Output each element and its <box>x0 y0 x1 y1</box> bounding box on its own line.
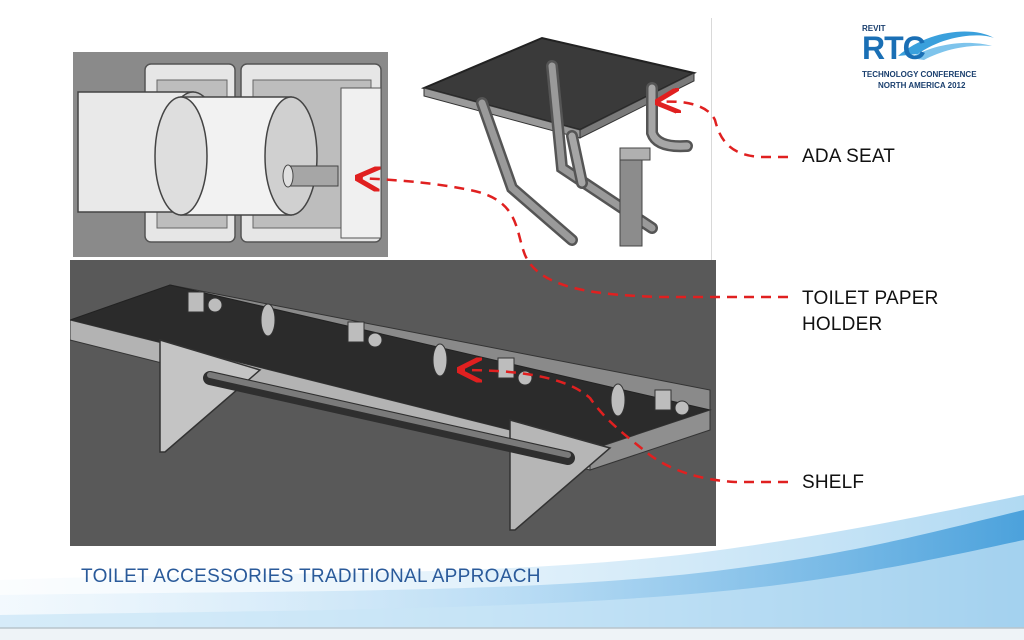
ada-seat-image <box>412 18 712 260</box>
slide-title: TOILET ACCESSORIES TRADITIONAL APPROACH <box>81 566 541 587</box>
background-wave <box>0 495 1024 640</box>
logo-line1: TECHNOLOGY CONFERENCE <box>862 70 977 79</box>
rtc-logo-swoosh <box>898 31 994 60</box>
logo-line2: NORTH AMERICA 2012 <box>878 81 966 90</box>
shelf-image <box>70 260 716 546</box>
shelf-label: SHELF <box>802 472 865 493</box>
logo-top-text: REVIT <box>862 24 886 33</box>
ada-seat-label: ADA SEAT <box>802 146 896 167</box>
toilet-paper-holder-label-line2: HOLDER <box>802 314 883 335</box>
logo-main-text: RTC <box>862 30 926 66</box>
rtc-logo: REVIT RTC TECHNOLOGY CONFERENCE NORTH AM… <box>858 22 998 94</box>
toilet-paper-holder-image <box>73 52 388 257</box>
toilet-paper-holder-label-line1: TOILET PAPER <box>802 288 939 309</box>
divider-line <box>711 18 712 260</box>
